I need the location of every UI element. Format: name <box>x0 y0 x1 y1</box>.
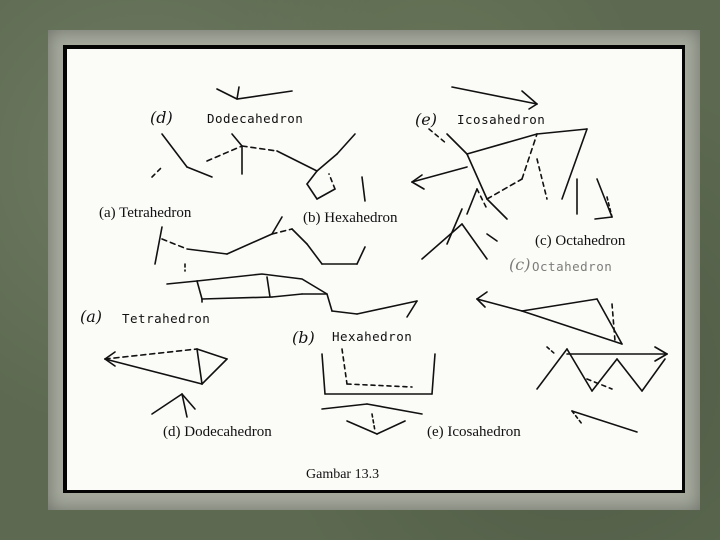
sketch-tetrahedron-left <box>104 348 228 418</box>
sketch-octahedron-right <box>476 291 668 433</box>
printed-label-tetrahedron: (a) Tetrahedron <box>99 205 192 221</box>
sketch-dodecahedron-top <box>151 133 366 202</box>
polyhedra-sketches <box>104 86 668 435</box>
typed-label-icosahedron: Icosahedron <box>457 112 546 127</box>
hand-mark-a: (a) <box>80 307 103 326</box>
hand-mark-d: (d) <box>150 108 173 127</box>
scanned-figure: Dodecahedron Icosahedron Tetrahedron Hex… <box>67 49 682 490</box>
printed-label-icosahedron: (e) Icosahedron <box>427 424 521 440</box>
printed-label-octahedron: (c) Octahedron <box>535 233 626 249</box>
sketch-hexahedron-box <box>321 348 436 435</box>
sketch-mid-left <box>154 216 366 272</box>
hand-mark-b: (b) <box>292 328 315 347</box>
typed-label-tetrahedron: Tetrahedron <box>122 311 211 326</box>
printed-label-hexahedron: (b) Hexahedron <box>303 210 398 226</box>
printed-label-dodecahedron: (d) Dodecahedron <box>163 424 272 440</box>
hand-mark-c: (c) <box>509 255 531 274</box>
typed-label-hexahedron: Hexahedron <box>332 329 413 344</box>
sketch-mid-right <box>421 188 498 260</box>
sketch-icosahedron-top <box>411 86 613 220</box>
typed-label-dodecahedron: Dodecahedron <box>207 111 304 126</box>
figure-caption: Gambar 13.3 <box>306 467 380 482</box>
hand-mark-e: (e) <box>415 110 437 129</box>
typed-label-octahedron: Octahedron <box>532 259 613 274</box>
sketch-hexagonal-prism <box>166 273 418 318</box>
sketch-top-mark <box>216 86 293 100</box>
